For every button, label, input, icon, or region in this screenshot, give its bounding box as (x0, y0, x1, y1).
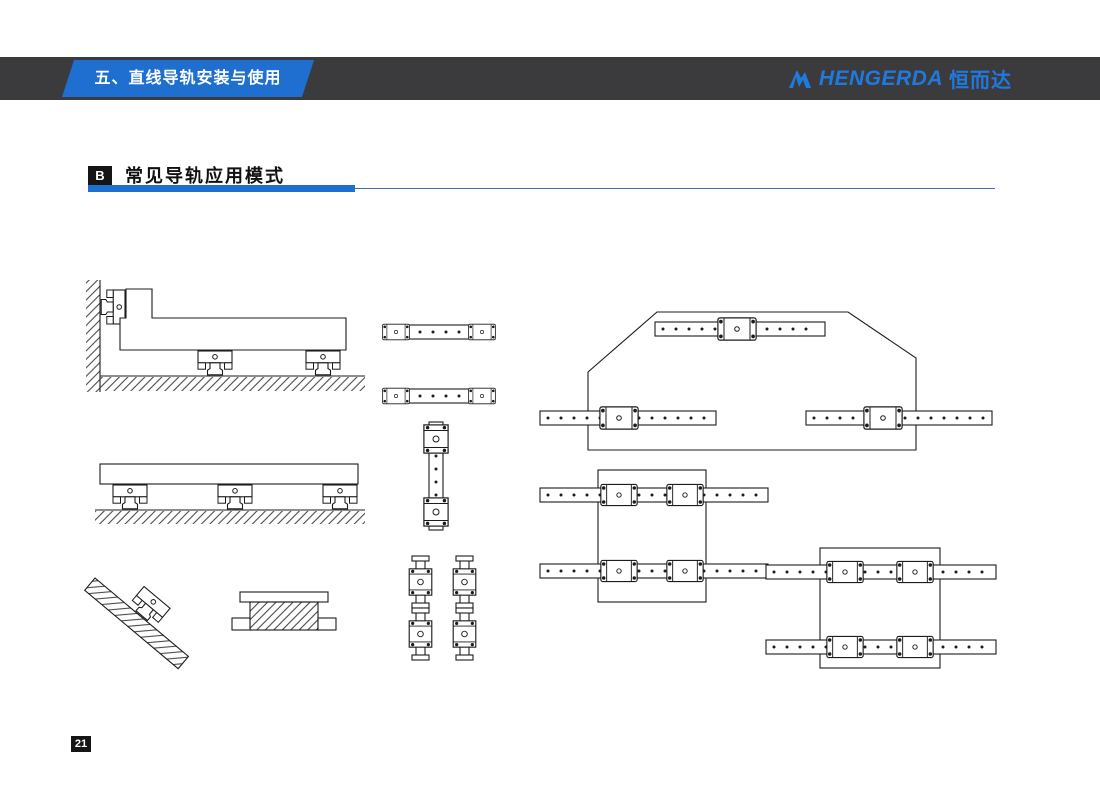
section-badge: B (88, 165, 112, 185)
page-number: 21 (71, 736, 91, 752)
drawing-inclined-mount (83, 577, 190, 670)
section-title: 常见导轨应用模式 (125, 166, 285, 186)
brand-logo-text-en: HENGERDA (818, 66, 943, 90)
page-header-bar: 五、直线导轨安装与使用 HENGERDA 恒而达 (0, 57, 1100, 100)
drawing-dual-rail-unit-2 (765, 547, 997, 669)
drawing-rail-vertical (423, 421, 449, 531)
brand-logo-text-cn: 恒而达 (949, 70, 1012, 92)
header-title: 五、直线导轨安装与使用 (94, 70, 282, 87)
section-underline-accent (88, 185, 355, 192)
drawing-carriage-grid (408, 555, 477, 661)
brand-logo-icon (788, 69, 811, 88)
drawing-wall-floor-mount (86, 280, 365, 392)
section-underline-rule (355, 188, 995, 189)
drawing-rail-top-1 (382, 323, 496, 341)
drawing-clamp-section (231, 591, 337, 631)
drawing-gantry-layout (539, 311, 993, 451)
drawing-floor-mount (95, 463, 365, 524)
drawing-rail-top-2 (382, 387, 496, 405)
brand-logo: HENGERDA 恒而达 (787, 57, 1012, 100)
header-ribbon: 五、直线导轨安装与使用 (61, 60, 315, 97)
section-heading: B 常见导轨应用模式 (88, 162, 285, 188)
drawing-dual-rail-unit-1 (539, 469, 769, 603)
